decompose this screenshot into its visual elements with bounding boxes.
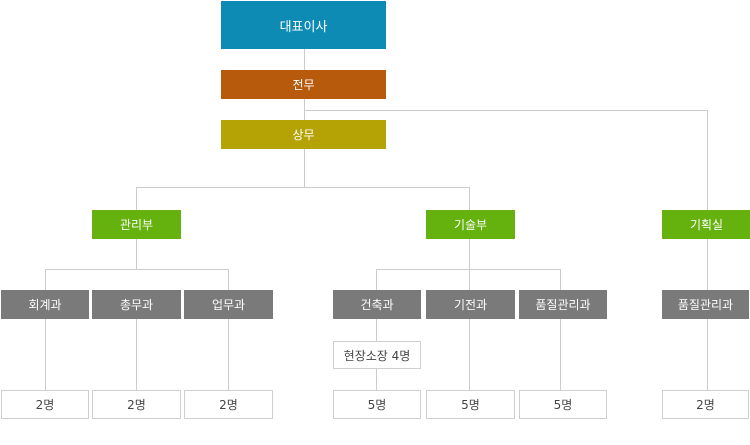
connector-tech-teams-h — [376, 269, 561, 270]
team-operations-box: 업무과 — [184, 290, 273, 319]
connector-admin-down — [136, 239, 137, 269]
team-architecture-box: 건축과 — [333, 290, 421, 319]
connector-admin-teams-h — [45, 269, 229, 270]
dept-planning-box: 기획실 — [662, 210, 750, 239]
connector-planning-v — [707, 110, 708, 210]
connector-depts-h — [136, 187, 470, 188]
count-accounting: 2명 — [1, 390, 89, 419]
connector-team-count-3 — [228, 319, 229, 390]
connector-planning-down — [707, 239, 708, 290]
connector-mgr-down — [304, 149, 305, 187]
connector-tech-team3-v — [560, 269, 561, 290]
managing-director-box: 상무 — [221, 120, 386, 149]
count-quality-control-planning: 2명 — [662, 390, 749, 419]
team-quality-control-planning-box: 품질관리과 — [662, 290, 749, 319]
team-general-affairs-box: 총무과 — [92, 290, 181, 319]
count-general-affairs: 2명 — [92, 390, 181, 419]
connector-team-count-5 — [469, 319, 470, 390]
dept-admin-box: 관리부 — [92, 210, 181, 239]
executive-director-box: 전무 — [221, 70, 386, 99]
count-quality-control-tech: 5명 — [519, 390, 607, 419]
team-mechanical-electrical-box: 기전과 — [426, 290, 515, 319]
connector-team-count-2 — [136, 319, 137, 390]
team-quality-control-tech-box: 품질관리과 — [519, 290, 607, 319]
connector-sub-count-4 — [376, 369, 377, 390]
connector-team-count-1 — [45, 319, 46, 390]
connector-exec-planning-h — [304, 110, 708, 111]
connector-tech-v — [469, 187, 470, 210]
connector-team-count-7 — [707, 319, 708, 390]
count-mechanical-electrical: 5명 — [426, 390, 515, 419]
connector-admin-v — [136, 187, 137, 210]
count-architecture: 5명 — [333, 390, 421, 419]
dept-tech-box: 기술부 — [426, 210, 515, 239]
connector-team-sub-4 — [376, 319, 377, 341]
connector-exec-mgr — [304, 99, 305, 120]
ceo-box: 대표이사 — [221, 1, 386, 49]
connector-ceo-exec — [304, 49, 305, 70]
connector-tech-down — [469, 239, 470, 290]
connector-admin-team3-v — [228, 269, 229, 290]
count-operations: 2명 — [184, 390, 273, 419]
connector-tech-team1-v — [376, 269, 377, 290]
site-manager-box: 현장소장 4명 — [333, 341, 421, 369]
connector-team-count-6 — [560, 319, 561, 390]
team-accounting-box: 회계과 — [1, 290, 89, 319]
connector-admin-team1-v — [45, 269, 46, 290]
